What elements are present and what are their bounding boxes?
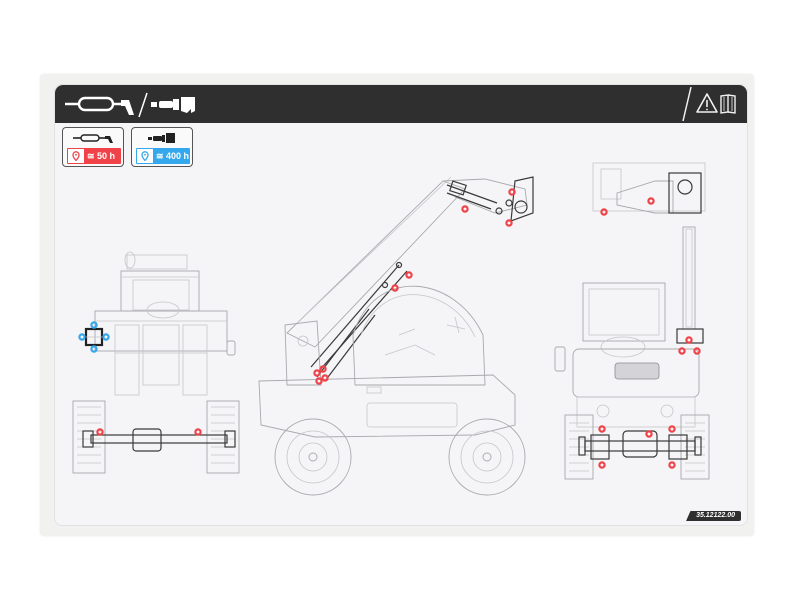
brush-icon (148, 133, 175, 143)
interval-50h: ≅ 50 h (67, 148, 121, 164)
grease-gun-icon (65, 96, 134, 115)
grease-gun-icon (73, 134, 113, 143)
pin-icon (137, 149, 153, 163)
interval-label: ≅ 400 h (155, 150, 189, 161)
interval-400h: ≅ 400 h (136, 148, 190, 164)
manual-book-icon (720, 94, 736, 114)
front-view (72, 251, 240, 474)
side-view (258, 176, 534, 496)
rear-view (554, 162, 710, 480)
badge-grease-50h: ≅ 50 h (62, 127, 124, 167)
header-bar (55, 85, 747, 123)
document-number: 35.12122.00 (686, 511, 741, 521)
separator-slash (138, 92, 148, 118)
badge-brush-400h: ≅ 400 h (131, 127, 193, 167)
warning-triangle-icon (696, 93, 718, 113)
lubrication-diagram (72, 162, 710, 496)
interval-label: ≅ 50 h (87, 150, 116, 161)
lubrication-sticker: ≅ 50 h ≅ 400 h (54, 84, 748, 526)
brush-icon (151, 97, 195, 113)
header-warning-group (677, 85, 747, 123)
pin-icon (68, 149, 84, 163)
